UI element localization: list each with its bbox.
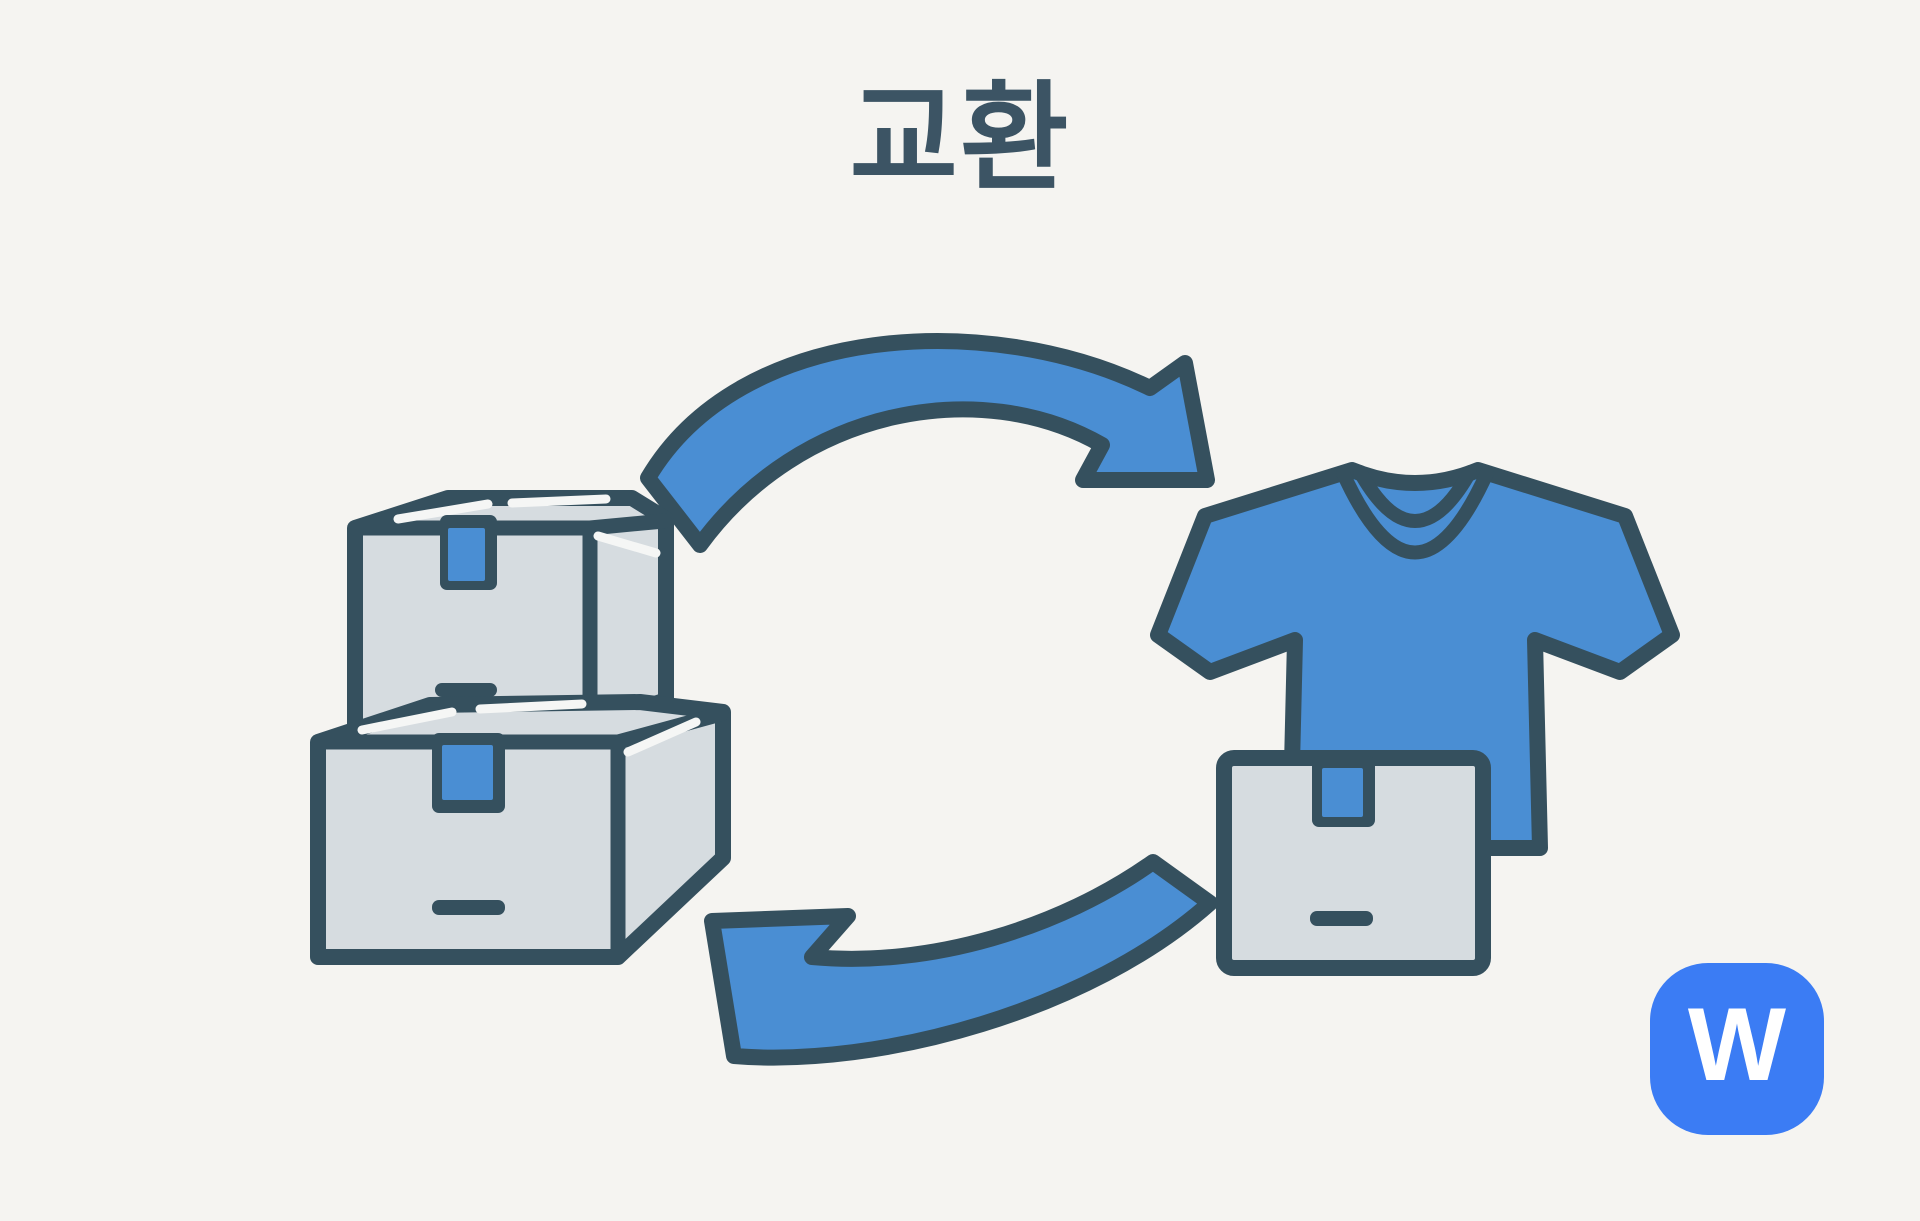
t-shirt-collar	[1336, 465, 1494, 560]
upper-box-tape	[448, 528, 485, 581]
w-brand-logo: W	[1650, 963, 1824, 1135]
upper-box-handle	[435, 683, 497, 697]
parcel-box-icon	[1216, 750, 1491, 976]
lower-box-handle	[432, 900, 505, 915]
parcel-box-handle	[1310, 911, 1373, 926]
curved-arrow-right-icon	[640, 333, 1215, 553]
page-title: 교환	[849, 73, 1071, 205]
lower-box-flap-slits	[357, 699, 701, 757]
lower-box-tape	[442, 745, 493, 800]
parcel-box-tape	[1322, 768, 1363, 817]
cardboard-box-stack-icon	[310, 490, 731, 965]
w-brand-logo-letter: W	[1687, 987, 1787, 1103]
upper-box-flap-slits	[393, 494, 661, 558]
upper-box	[347, 490, 674, 735]
t-shirt-icon	[1150, 462, 1680, 856]
lower-box	[310, 694, 731, 965]
curved-arrow-left-icon	[704, 854, 1218, 1066]
